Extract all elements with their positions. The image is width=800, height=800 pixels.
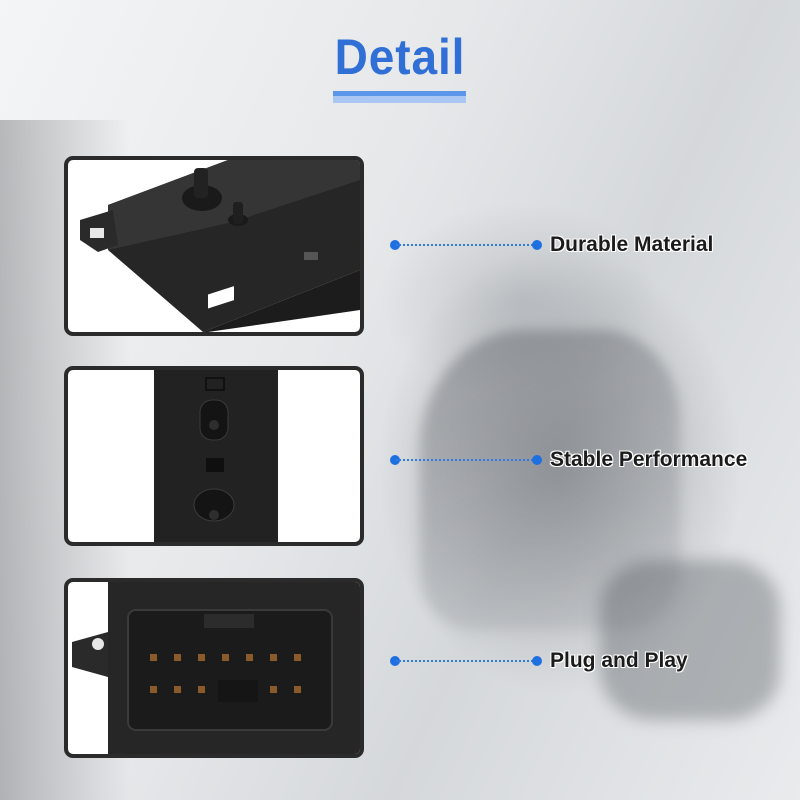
- leader-end-dot: [532, 240, 542, 250]
- switch-module-front-image: [154, 370, 278, 542]
- leader-end-dot: [532, 656, 542, 666]
- switch-module-angle-image: [80, 160, 360, 332]
- detail-image-durable-material: [64, 156, 364, 336]
- background-seat-base: [600, 560, 780, 720]
- title-underline: [333, 91, 466, 103]
- leader-line: [396, 660, 536, 662]
- feature-label-durable-material: Durable Material: [550, 233, 714, 256]
- leader-start-dot: [390, 240, 400, 250]
- leader-line: [396, 459, 536, 461]
- connector-image: [72, 582, 360, 754]
- background-seat: [420, 330, 680, 630]
- leader-start-dot: [390, 656, 400, 666]
- leader-end-dot: [532, 455, 542, 465]
- leader-line: [396, 244, 536, 246]
- detail-image-stable-performance: [64, 366, 364, 546]
- feature-label-plug-and-play: Plug and Play: [550, 649, 688, 672]
- detail-image-plug-and-play: [64, 578, 364, 758]
- feature-label-stable-performance: Stable Performance: [550, 448, 748, 471]
- page-title: Detail: [334, 29, 466, 85]
- leader-start-dot: [390, 455, 400, 465]
